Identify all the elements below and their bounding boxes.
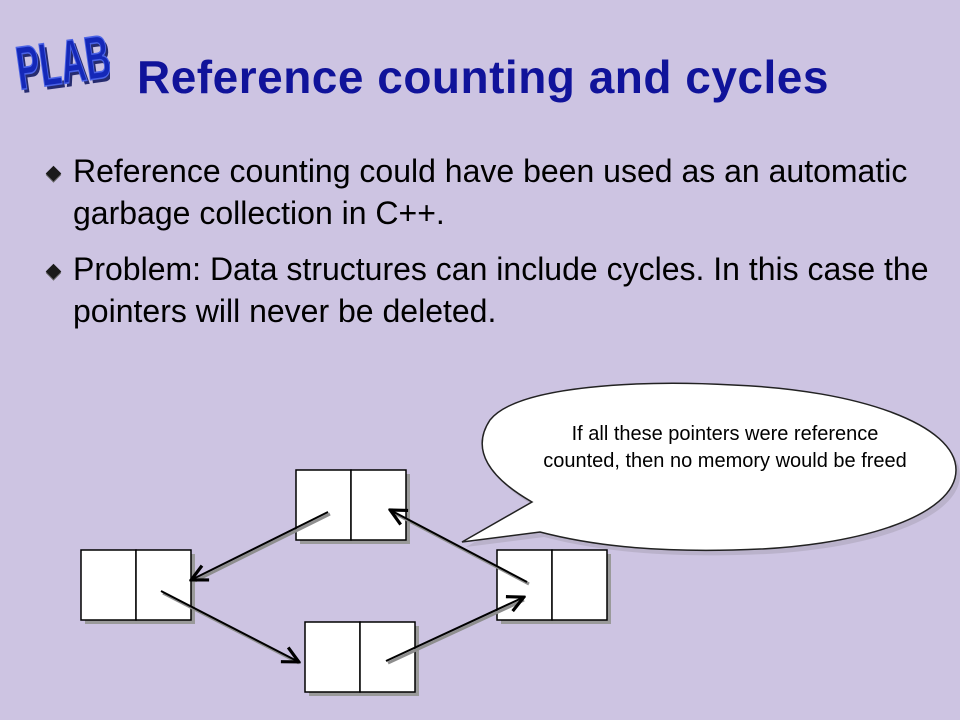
node-cell [350,469,407,541]
pointer-arrow-shadow [162,591,300,665]
pointer-arrow [193,511,329,579]
node-cell [551,549,608,621]
plab-logo-shadow: PLAB [15,25,110,106]
bullet-text: Problem: Data structures can include cyc… [73,251,929,329]
pointer-arrow [160,590,297,661]
node-cell [501,554,556,624]
node-cell [300,474,355,544]
bullet-item: Reference counting could have been used … [44,150,944,234]
node-top [295,469,410,544]
diamond-bullet-icon [45,263,62,280]
node-cell [80,549,137,621]
node-cell [355,474,410,544]
bullet-item: Problem: Data structures can include cyc… [44,248,944,332]
pointer-arrow-shadow [387,598,525,665]
bullet-list: Reference counting could have been used … [44,150,944,346]
pointer-arrows [160,511,530,665]
node-cell [140,554,195,624]
node-cell [304,621,361,693]
diamond-bullet-icon [45,165,62,182]
pointer-arrow-shadow [393,511,530,586]
slide-title: Reference counting and cycles [137,51,829,103]
node-cell [135,549,192,621]
pointer-arrow-shadow [194,512,331,583]
pointer-arrow [385,598,522,662]
node-cell [309,626,364,696]
bullet-text: Reference counting could have been used … [73,153,908,231]
node-cell [556,554,611,624]
node-right [496,549,611,624]
plab-logo-text: PLAB [14,22,110,103]
node-cell [496,549,553,621]
node-left [80,549,195,624]
node-cell [295,469,352,541]
speech-bubble-text: If all these pointers were reference cou… [543,423,907,472]
node-cell [85,554,140,624]
node-cell [364,626,419,696]
plab-logo: PLAB PLAB [14,21,110,107]
node-cell [359,621,416,693]
pointer-arrow [392,511,528,583]
node-bottom [304,621,419,696]
